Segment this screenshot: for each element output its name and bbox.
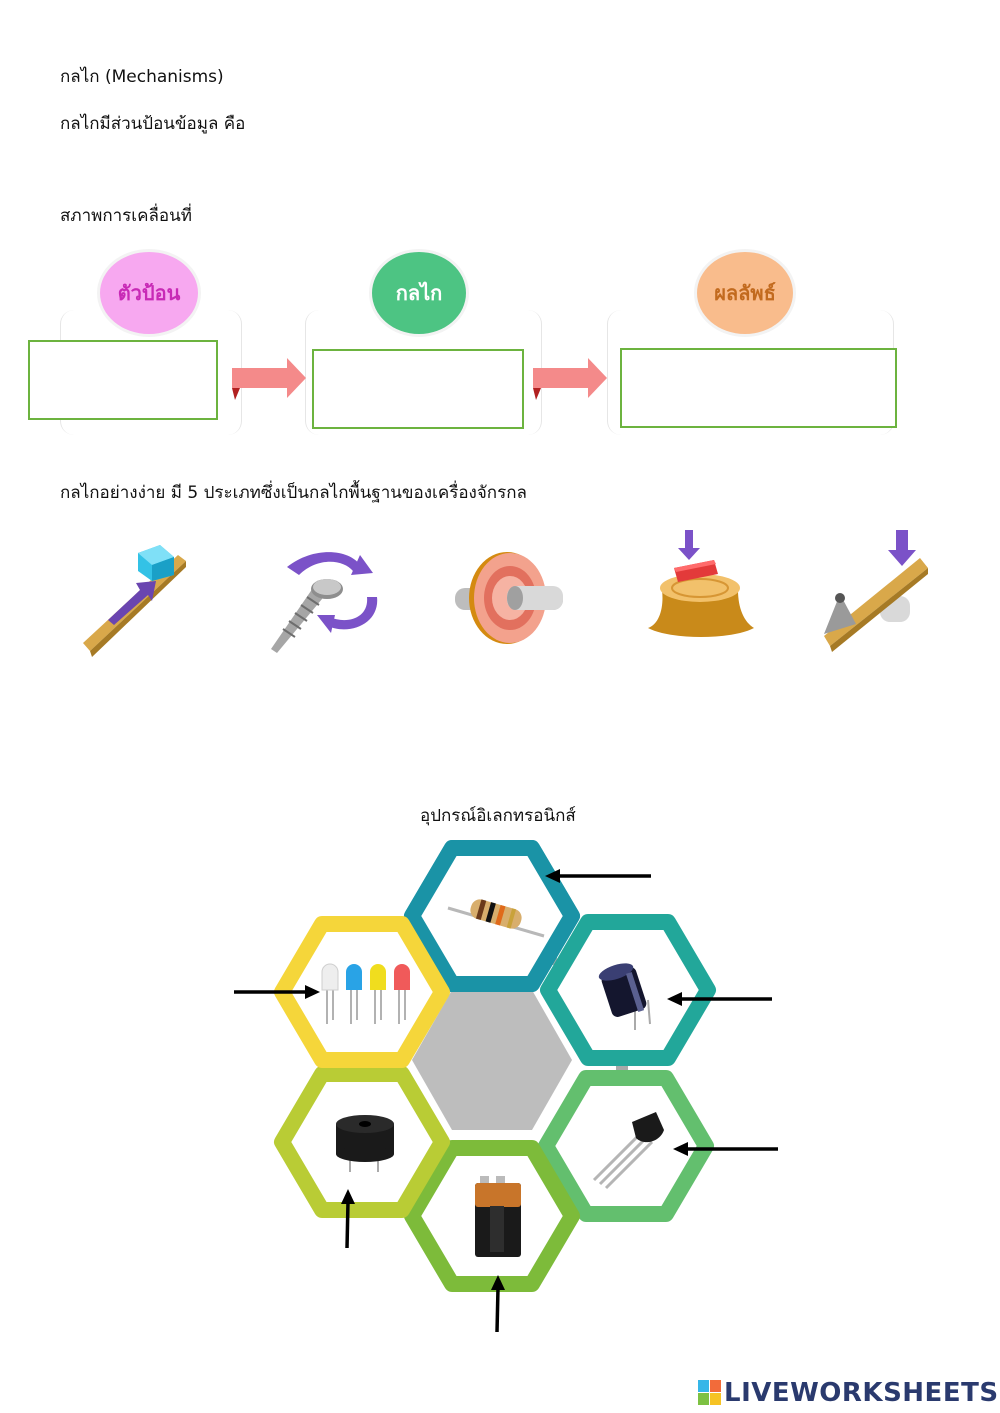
flow-arrow-icon [533, 358, 607, 400]
flow-arrow-icon [232, 358, 306, 400]
simple-machines-title: กลไกอย่างง่าย มี 5 ประเภทซึ่งเป็นกลไกพื้… [60, 483, 527, 503]
wedge-icon [648, 530, 754, 637]
battery-icon [475, 1176, 521, 1257]
buzzer-hex [274, 1066, 450, 1218]
electronics-title: อุปกรณ์อิเลกทรอนิกส์ [420, 806, 576, 826]
stage-output-bubble: ผลลัพธ์ [697, 252, 793, 334]
capacitor-hex [540, 914, 716, 1066]
buzzer-icon [336, 1115, 394, 1172]
stage-input-label: ตัวป้อน [117, 281, 181, 305]
page-title: กลไก (Mechanisms) [60, 67, 224, 87]
stage-input-bubble: ตัวป้อน [100, 252, 198, 334]
wheel-and-axle-icon [455, 552, 563, 644]
stage-output-label: ผลลัพธ์ [714, 281, 776, 305]
transistor-icon [592, 1112, 664, 1190]
output-answer-box[interactable] [620, 348, 897, 428]
transistor-hex [538, 1070, 714, 1222]
brand-logo: LIVEWORKSHEETS [698, 1378, 999, 1408]
stage-mechanism-bubble: กลไก [372, 252, 466, 334]
resistor-hex [404, 840, 580, 992]
screw-icon [271, 552, 378, 653]
input-question: กลไกมีส่วนป้อนข้อมูล คือ [60, 114, 246, 134]
stage-mechanism-label: กลไก [395, 281, 443, 305]
led-hex [274, 916, 450, 1068]
pointer-arrows [234, 869, 778, 1333]
liveworksheets-logo-icon [698, 1380, 721, 1405]
center-hexagon [412, 990, 572, 1130]
brand-text: LIVEWORKSHEETS [724, 1378, 999, 1408]
led-icon [321, 963, 410, 1024]
battery-hex [404, 1140, 580, 1292]
input-answer-box[interactable] [28, 340, 218, 420]
motion-title: สภาพการเคลื่อนที่ [60, 206, 192, 226]
resistor-icon [447, 899, 545, 938]
capacitor-icon [598, 963, 651, 1030]
mechanism-answer-box[interactable] [312, 349, 524, 429]
inclined-plane-icon [83, 545, 186, 657]
lever-icon [824, 530, 928, 652]
